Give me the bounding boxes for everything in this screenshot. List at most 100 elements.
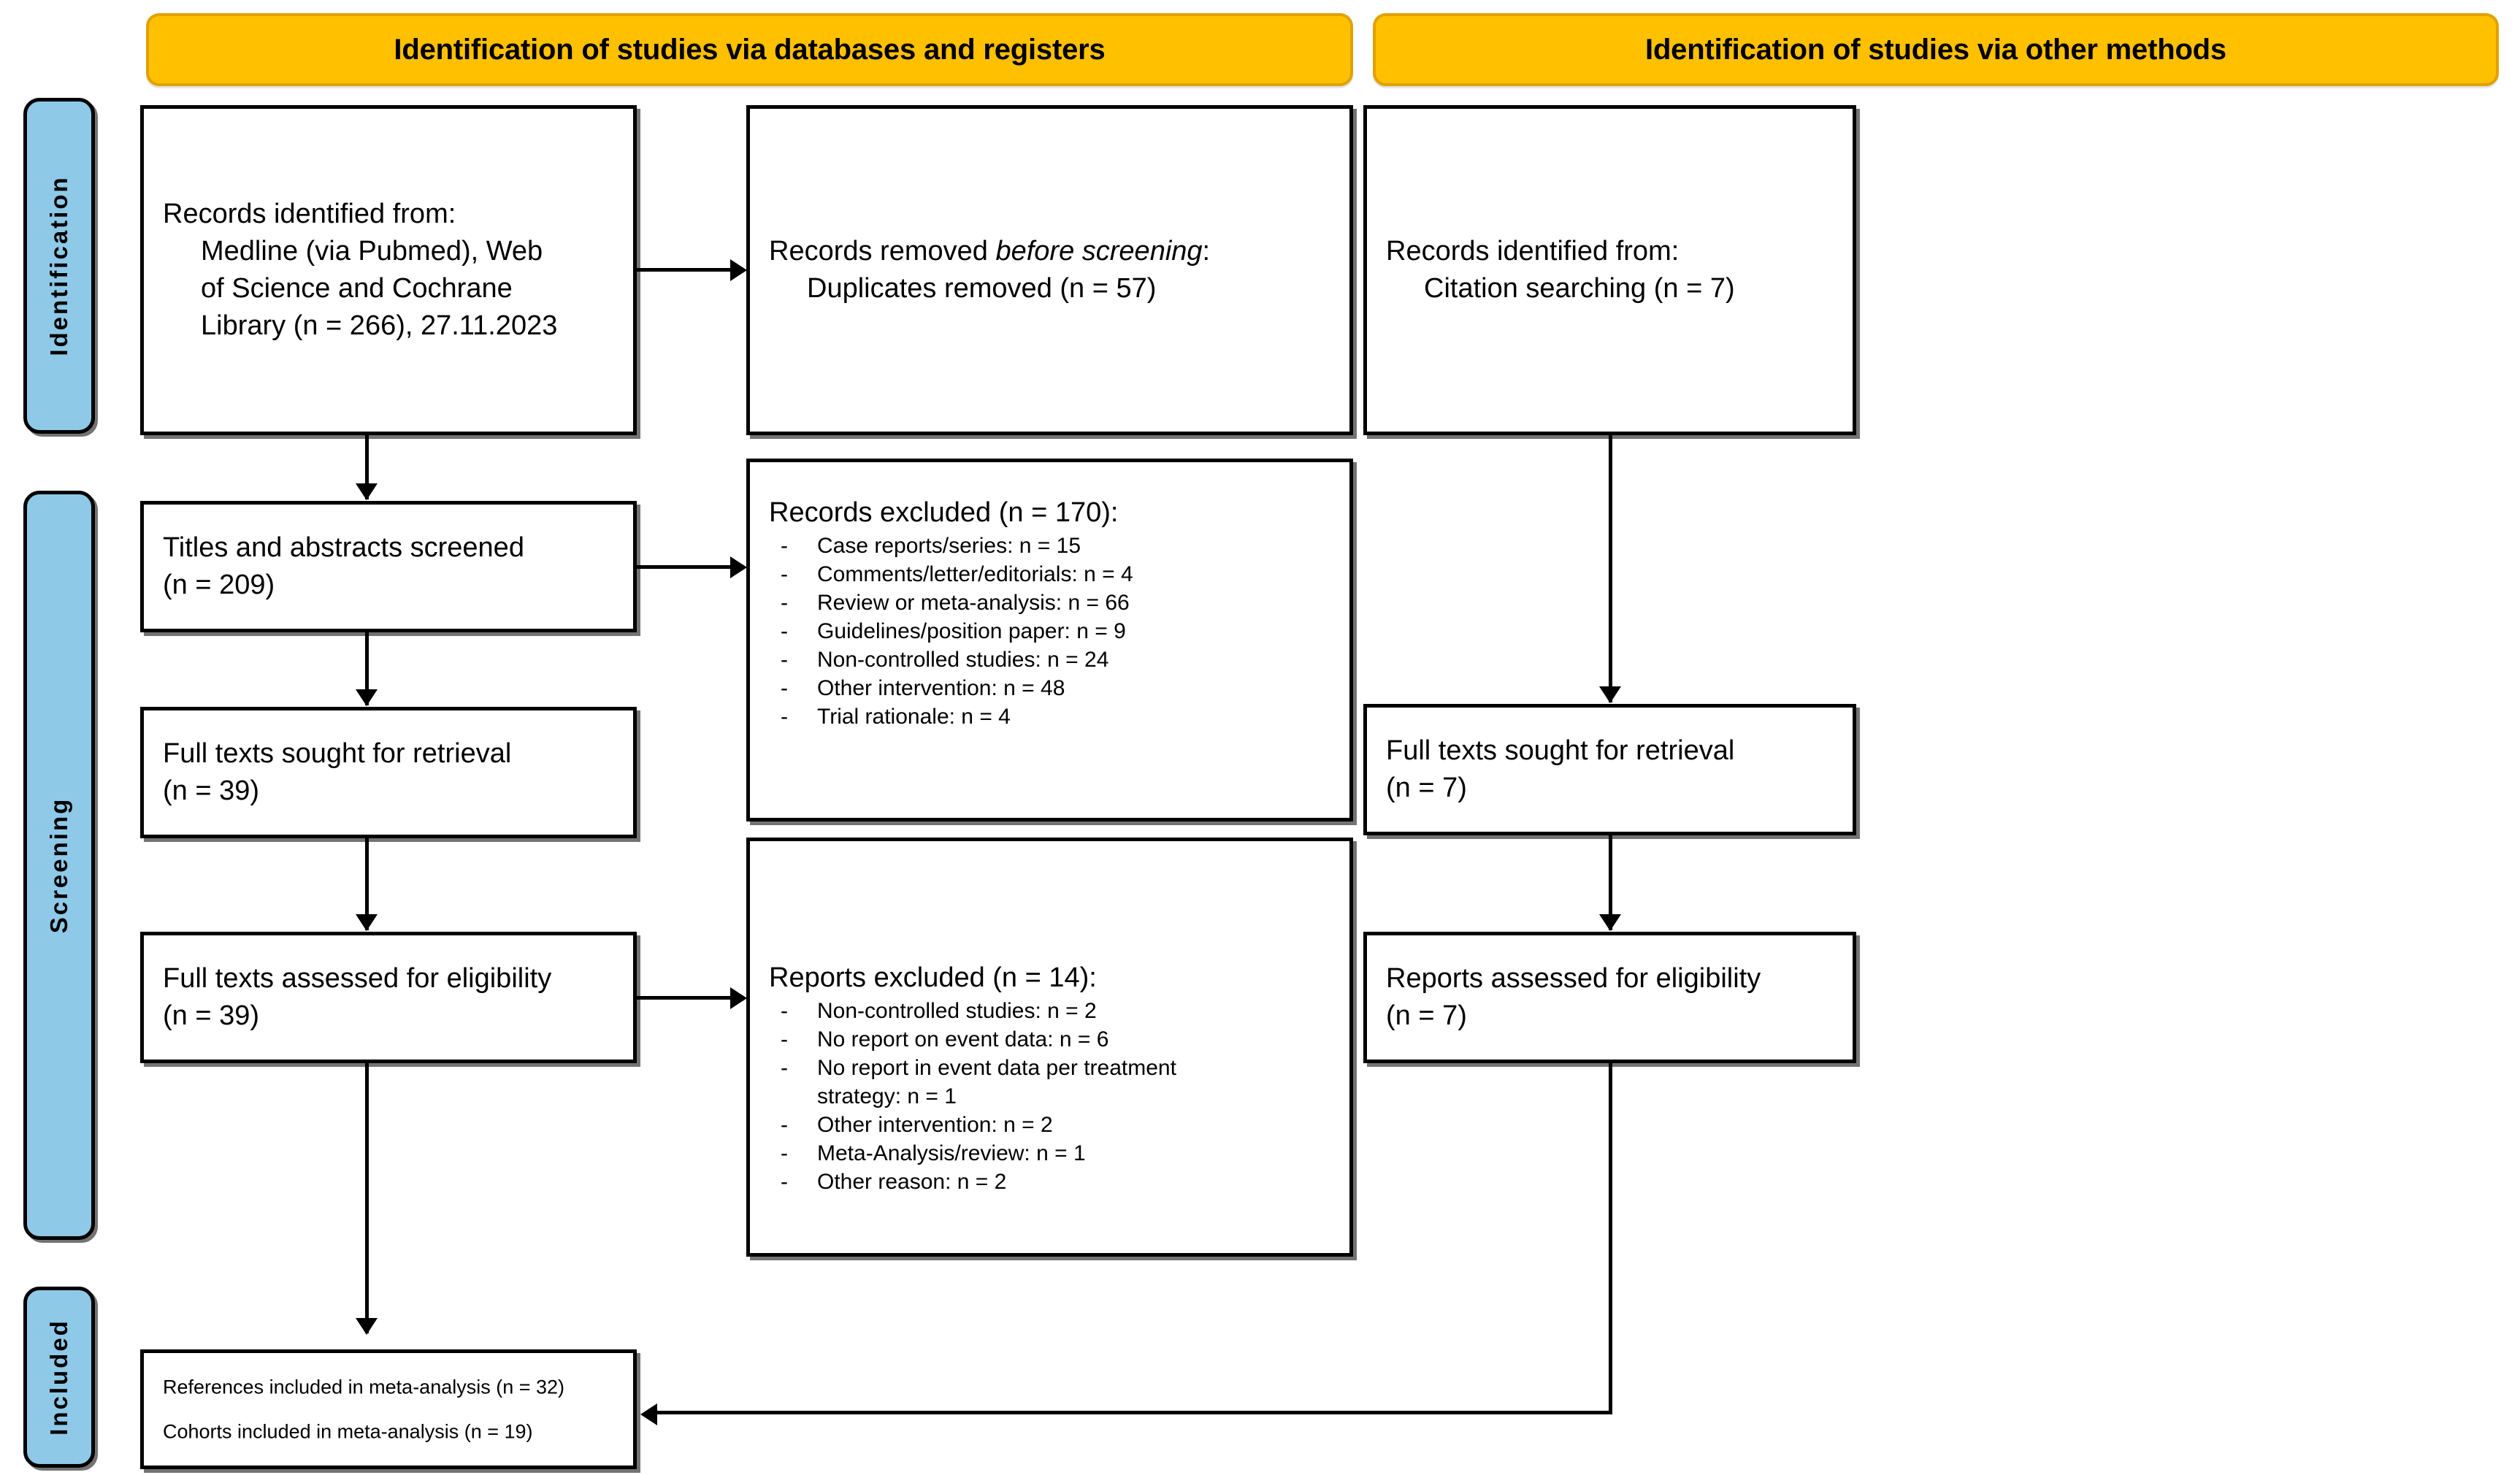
box-full-texts-sought-databases: Full texts sought for retrieval (n = 39) <box>140 707 637 838</box>
records-removed-line1: Records removed before screening: <box>769 233 1339 270</box>
records-removed-line2: Duplicates removed (n = 57) <box>807 273 1157 304</box>
connector-other-assessed-to-included-horizontal <box>657 1411 1612 1414</box>
records-excluded-item-text: Guidelines/position paper: n = 9 <box>817 619 1126 643</box>
box-records-identified-databases: Records identified from: Medline (via Pu… <box>140 105 637 435</box>
bullet-dash: - <box>781 619 788 643</box>
stage-header-databases-label: Identification of studies via databases … <box>394 33 1106 66</box>
phase-label-screening: Screening <box>23 491 95 1240</box>
connector-identified-to-removed <box>637 268 730 272</box>
reports-excluded-item-text: No report on event data: n = 6 <box>817 1027 1109 1051</box>
records-identified-other-line2: Citation searching (n = 7) <box>1424 273 1735 304</box>
bullet-dash: - <box>781 562 788 586</box>
full-texts-sought-db-line2: (n = 39) <box>163 775 260 806</box>
records-excluded-item: - Trial rationale: n = 4 <box>769 702 1339 731</box>
records-removed-line1-emphasis: before screening <box>995 236 1203 267</box>
records-excluded-item: - Case reports/series: n = 15 <box>769 532 1339 560</box>
box-records-identified-other: Records identified from: Citation search… <box>1363 105 1856 435</box>
reports-excluded-item-text: Meta-Analysis/review: n = 1 <box>817 1141 1086 1165</box>
reports-excluded-item-text: Non-controlled studies: n = 2 <box>817 999 1097 1023</box>
included-final-line1: References included in meta-analysis (n … <box>163 1376 565 1398</box>
reports-excluded-item: - Meta-Analysis/review: n = 1 <box>769 1139 1339 1168</box>
arrowhead-fulltext-sought-to-assessed <box>356 914 378 931</box>
included-final-line2: Cohorts included in meta-analysis (n = 1… <box>163 1420 533 1442</box>
bullet-dash: - <box>781 676 788 700</box>
reports-excluded-item: - Other intervention: n = 2 <box>769 1111 1339 1139</box>
reports-excluded-item-text: No report in event data per treatment st… <box>817 1056 1176 1108</box>
reports-excluded-item-text: Other intervention: n = 2 <box>817 1113 1053 1137</box>
records-identified-db-line2: Medline (via Pubmed), Web <box>201 236 543 267</box>
connector-titles-to-fulltext-sought <box>365 632 369 705</box>
records-identified-db-line4: Library (n = 266), 27.11.2023 <box>201 310 558 341</box>
full-texts-sought-other-line2: (n = 7) <box>1386 773 1467 803</box>
records-excluded-item-text: Non-controlled studies: n = 24 <box>817 648 1109 672</box>
reports-excluded-item: - Other reason: n = 2 <box>769 1168 1339 1196</box>
phase-label-identification-text: Identification <box>45 175 72 356</box>
arrowhead-identified-to-removed <box>730 259 747 281</box>
records-excluded-list: - Case reports/series: n = 15 - Comments… <box>769 532 1339 731</box>
records-excluded-item-text: Other intervention: n = 48 <box>817 676 1065 700</box>
stage-header-other-methods-label: Identification of studies via other meth… <box>1645 33 2226 66</box>
full-texts-sought-other-line1: Full texts sought for retrieval <box>1386 735 1735 767</box>
bullet-dash: - <box>781 1141 788 1165</box>
arrowhead-assessed-to-included <box>356 1318 378 1335</box>
bullet-dash: - <box>781 1056 788 1080</box>
reports-excluded-heading: Reports excluded (n = 14): <box>769 962 1097 993</box>
records-removed-line1-c: : <box>1202 236 1211 267</box>
box-full-texts-sought-other: Full texts sought for retrieval (n = 7) <box>1363 704 1856 835</box>
arrowhead-titles-to-records-excluded <box>730 556 747 578</box>
records-excluded-item-text: Comments/letter/editorials: n = 4 <box>817 562 1133 586</box>
phase-label-included: Included <box>23 1287 95 1468</box>
records-excluded-item: - Review or meta-analysis: n = 66 <box>769 589 1339 617</box>
box-records-excluded: Records excluded (n = 170): - Case repor… <box>746 459 1353 821</box>
records-excluded-item-text: Trial rationale: n = 4 <box>817 705 1011 729</box>
arrowhead-assessed-to-reports-excluded <box>730 987 747 1009</box>
box-full-texts-assessed-databases: Full texts assessed for eligibility (n =… <box>140 932 637 1063</box>
reports-excluded-item: - Non-controlled studies: n = 2 <box>769 997 1339 1025</box>
reports-assessed-other-line1: Reports assessed for eligibility <box>1386 963 1761 995</box>
stage-header-databases: Identification of studies via databases … <box>146 13 1353 86</box>
box-reports-excluded: Reports excluded (n = 14): - Non-control… <box>746 838 1353 1257</box>
records-identified-other-line1: Records identified from: <box>1386 236 1680 267</box>
titles-screened-line1: Titles and abstracts screened <box>163 532 524 564</box>
bullet-dash: - <box>781 591 788 615</box>
reports-excluded-item-text: Other reason: n = 2 <box>817 1170 1007 1194</box>
records-identified-db-line1: Records identified from: <box>163 199 456 230</box>
connector-titles-to-records-excluded <box>637 565 730 569</box>
bullet-dash: - <box>781 648 788 672</box>
connector-assessed-to-reports-excluded <box>637 996 730 1000</box>
bullet-dash: - <box>781 705 788 729</box>
box-records-removed-before-screening: Records removed before screening: Duplic… <box>746 105 1353 435</box>
records-excluded-item-text: Case reports/series: n = 15 <box>817 534 1081 558</box>
records-excluded-item: - Non-controlled studies: n = 24 <box>769 645 1339 674</box>
bullet-dash: - <box>781 999 788 1023</box>
records-excluded-item: - Other intervention: n = 48 <box>769 674 1339 702</box>
records-excluded-heading: Records excluded (n = 170): <box>769 497 1119 528</box>
connector-other-assessed-to-included-vertical <box>1609 1063 1612 1414</box>
connector-other-identified-to-sought <box>1609 435 1612 702</box>
phase-label-included-text: Included <box>45 1319 72 1436</box>
full-texts-assessed-db-line1: Full texts assessed for eligibility <box>163 963 552 995</box>
arrowhead-other-sought-to-assessed <box>1599 914 1621 931</box>
connector-fulltext-sought-to-assessed <box>365 838 369 930</box>
reports-excluded-list: - Non-controlled studies: n = 2 - No rep… <box>769 997 1339 1196</box>
full-texts-sought-db-line1: Full texts sought for retrieval <box>163 738 512 770</box>
bullet-dash: - <box>781 534 788 558</box>
records-excluded-item: - Guidelines/position paper: n = 9 <box>769 617 1339 645</box>
box-reports-assessed-other: Reports assessed for eligibility (n = 7) <box>1363 932 1856 1063</box>
full-texts-assessed-db-line2: (n = 39) <box>163 1000 260 1031</box>
connector-identified-to-titles <box>365 435 369 499</box>
arrowhead-other-assessed-to-included <box>640 1403 657 1425</box>
connector-assessed-to-included <box>365 1063 369 1333</box>
bullet-dash: - <box>781 1027 788 1051</box>
bullet-dash: - <box>781 1113 788 1137</box>
records-excluded-item-text: Review or meta-analysis: n = 66 <box>817 591 1130 615</box>
reports-excluded-item: - No report in event data per treatment … <box>769 1054 1207 1111</box>
phase-label-screening-text: Screening <box>45 797 72 934</box>
bullet-dash: - <box>781 1170 788 1194</box>
box-included-final: References included in meta-analysis (n … <box>140 1349 637 1469</box>
reports-assessed-other-line2: (n = 7) <box>1386 1000 1467 1031</box>
reports-excluded-item: - No report on event data: n = 6 <box>769 1025 1339 1054</box>
arrowhead-other-identified-to-sought <box>1599 686 1621 703</box>
arrowhead-identified-to-titles <box>356 483 378 500</box>
